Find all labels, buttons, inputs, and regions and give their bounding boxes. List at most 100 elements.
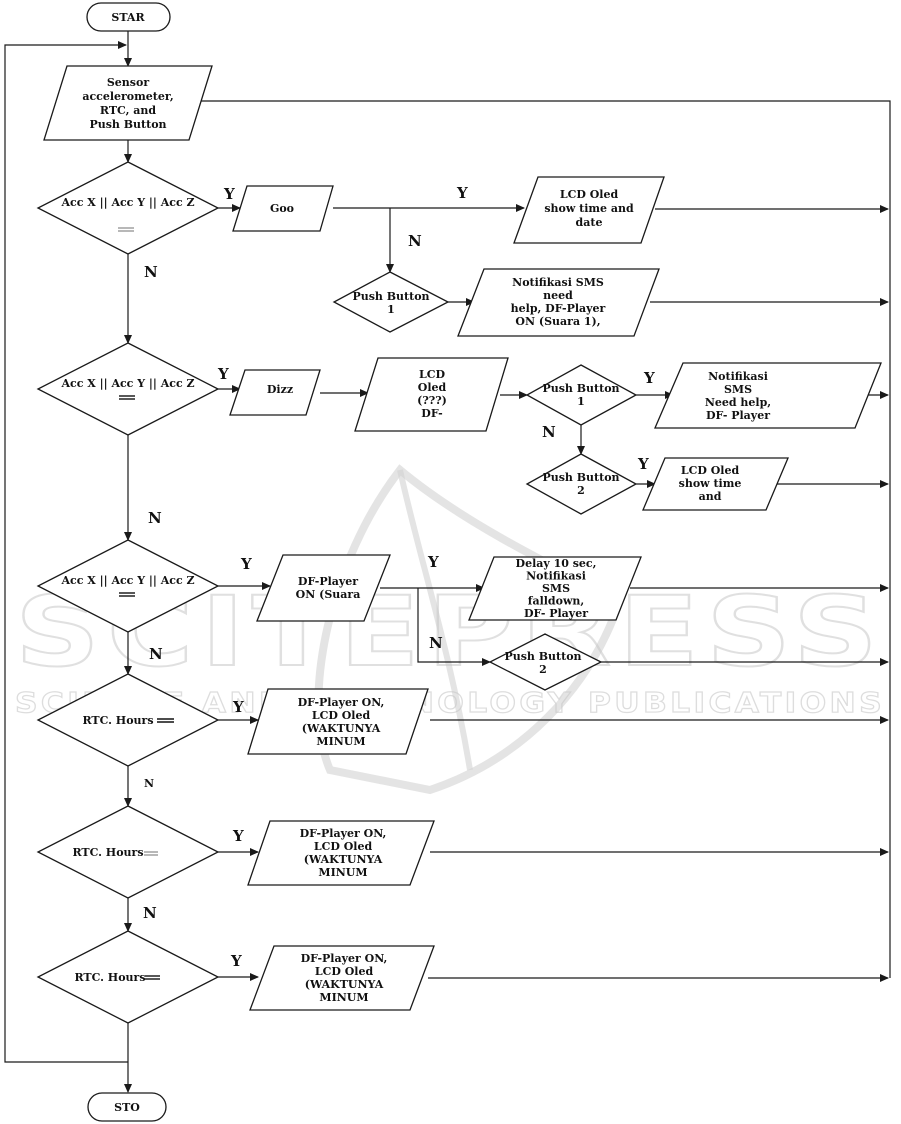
label-line: RTC. Hours	[72, 846, 143, 859]
no-label-goo: N	[408, 232, 422, 250]
stop-terminal	[87, 1092, 167, 1122]
yes-label-d4: Y	[232, 698, 244, 716]
label-line: Push Button	[352, 290, 429, 303]
label-line: show time and	[544, 202, 634, 215]
label-line: DF-Player ON,	[300, 827, 387, 840]
yes-label-goo: Y	[456, 184, 468, 202]
yes-label-d3: Y	[240, 555, 252, 573]
connector-df-pb2	[417, 588, 491, 666]
label-line: MINUM	[318, 866, 367, 879]
label-line: accelerometer,	[82, 90, 173, 103]
decision-rtc3-shape	[36, 930, 220, 1024]
input-sensor-shape	[43, 65, 213, 141]
no-label-pb1: N	[542, 423, 556, 441]
yes-label-d6: Y	[230, 952, 242, 970]
minum2-shape	[247, 820, 435, 886]
label-line: RTC. Hours	[74, 971, 145, 984]
shapes	[36, 2, 882, 1122]
label-line: Delay 10 sec,	[516, 557, 597, 570]
goo-shape	[232, 185, 334, 232]
yes-label-df: Y	[427, 553, 439, 571]
connector-loop-right	[182, 97, 891, 978]
dfplayer-shape	[256, 554, 391, 622]
label-line: Push Button	[542, 382, 619, 395]
label-line: ON (Suara 1),	[515, 315, 600, 328]
decision-acc3-shape	[36, 539, 220, 633]
yes-label-pb1: Y	[643, 369, 655, 387]
label-line: LCD Oled	[560, 188, 619, 201]
label-line: Push Button	[542, 471, 619, 484]
label-line: 2	[539, 663, 547, 676]
dizz-shape	[229, 369, 321, 416]
label-line: DF-	[421, 407, 442, 420]
decision-acc2-label: Acc X || Acc Y || Acc Z	[60, 377, 194, 390]
label-line: (WAKTUNYA	[304, 853, 383, 866]
watermark-emblem	[314, 464, 625, 795]
no-label-d3: N	[149, 645, 163, 663]
label-line: LCD Oled	[681, 464, 740, 477]
decision-rtc1-label: RTC. Hours	[82, 714, 153, 727]
label-line: Notifikasi	[526, 570, 586, 583]
label-line: Push Button	[89, 118, 166, 131]
minum3-shape	[249, 945, 435, 1011]
label-line: 1	[577, 395, 585, 408]
label-line: Push Button	[504, 650, 581, 663]
yes-label-d2: Y	[217, 365, 229, 383]
label-line: MINUM	[316, 735, 365, 748]
label-line: Notifikasi	[708, 370, 768, 383]
yes-label-pb2: Y	[637, 455, 649, 473]
label-line: RTC, and	[100, 104, 156, 117]
decision-rtc1-shape	[36, 673, 220, 767]
label-line: (???)	[417, 394, 447, 407]
lcd-time2-shape	[642, 457, 789, 511]
watermark-emblem-inner	[397, 469, 473, 771]
label-line: SMS	[542, 582, 570, 595]
label-line: LCD	[419, 368, 445, 381]
label-line: ON (Suara	[296, 588, 361, 601]
decision-rtc2-label: RTC. Hours	[72, 846, 143, 859]
dizz-label: Dizz	[267, 383, 293, 396]
label-line: Dizz	[267, 383, 293, 396]
label-line: Need help,	[705, 396, 771, 409]
label-line: (WAKTUNYA	[302, 722, 381, 735]
connector-loop-left	[4, 41, 128, 1063]
push1a-shape	[332, 271, 450, 333]
label-line: Acc X || Acc Y || Acc Z	[60, 574, 194, 587]
sms2-shape	[654, 362, 882, 429]
label-line: Goo	[270, 202, 294, 215]
push2a-shape	[525, 453, 638, 515]
label-line: (WAKTUNYA	[305, 978, 384, 991]
label-line: and	[699, 490, 722, 503]
connectors	[4, 31, 891, 1093]
yes-label-d5: Y	[232, 827, 244, 845]
sms1-shape	[457, 268, 660, 337]
equality-marks	[118, 227, 174, 980]
no-label-df: N	[429, 634, 443, 652]
start-terminal	[86, 2, 171, 32]
label-line: Acc X || Acc Y || Acc Z	[60, 377, 194, 390]
stop-label: STO	[114, 1101, 140, 1114]
label-line: falldown,	[528, 595, 585, 608]
label-line: need	[543, 289, 573, 302]
label-line: LCD Oled	[315, 965, 374, 978]
push2b-shape	[488, 633, 603, 691]
label-line: DF-Player ON,	[301, 952, 388, 965]
label-line: Oled	[418, 381, 447, 394]
label-line: DF- Player	[524, 607, 588, 620]
decision-acc3-label: Acc X || Acc Y || Acc Z	[60, 574, 194, 587]
